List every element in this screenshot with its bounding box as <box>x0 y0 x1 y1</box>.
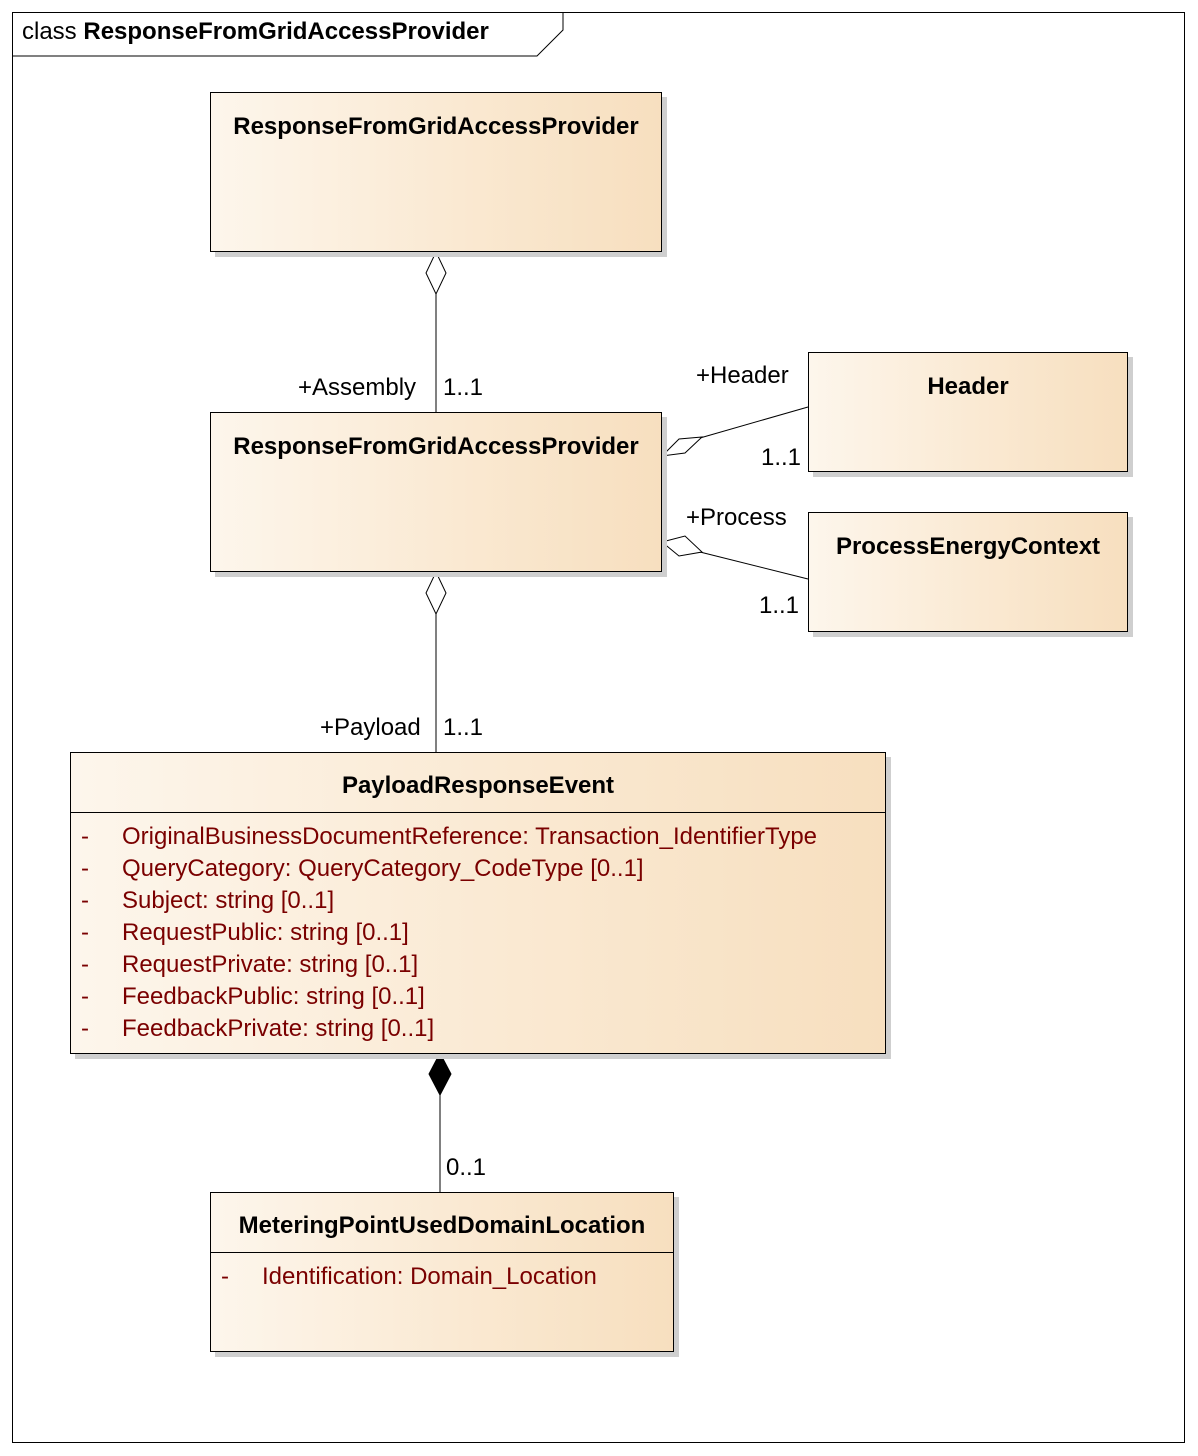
attribute-text: RequestPrivate: string [0..1] <box>122 951 419 978</box>
attribute-visibility: - <box>81 887 89 914</box>
attribute: - FeedbackPublic: string [0..1] <box>71 981 885 1013</box>
attribute: - RequestPublic: string [0..1] <box>71 917 885 949</box>
payload-role-label: +Payload <box>320 714 421 741</box>
process-aggregation-diamond <box>660 535 704 557</box>
diagram-frame <box>12 12 1185 1443</box>
class-process-energy-context[interactable]: ProcessEnergyContext <box>808 512 1128 632</box>
process-role-label: +Process <box>686 504 787 531</box>
attribute: - QueryCategory: QueryCategory_CodeType … <box>71 853 885 885</box>
frame-title-tab <box>12 12 564 57</box>
attribute-text: Subject: string [0..1] <box>122 887 335 914</box>
attribute-visibility: - <box>81 951 89 978</box>
header-link <box>699 406 809 439</box>
frame-keyword: class <box>22 18 77 45</box>
attribute-text: FeedbackPublic: string [0..1] <box>122 983 425 1010</box>
attribute-text: QueryCategory: QueryCategory_CodeType [0… <box>122 855 644 882</box>
payload-multiplicity-label: 1..1 <box>443 714 484 741</box>
class-name: MeteringPointUsedDomainLocation <box>238 1212 646 1239</box>
attribute-text: Identification: Domain_Location <box>262 1263 597 1290</box>
attribute: - Identification: Domain_Location <box>211 1261 673 1293</box>
attribute-visibility: - <box>81 919 89 946</box>
metering-multiplicity-label: 0..1 <box>446 1154 487 1181</box>
header-role-label: +Header <box>696 362 789 389</box>
class-root-response[interactable]: ResponseFromGridAccessProvider <box>210 92 662 252</box>
class-name: Header <box>927 373 1009 400</box>
attribute-text: FeedbackPrivate: string [0..1] <box>122 1015 435 1042</box>
process-multiplicity-label: 1..1 <box>759 592 800 619</box>
class-assembly-response[interactable]: ResponseFromGridAccessProvider <box>210 412 662 572</box>
payload-aggregation-diamond <box>425 570 447 616</box>
attribute-text: RequestPublic: string [0..1] <box>122 919 409 946</box>
attribute: - Subject: string [0..1] <box>71 885 885 917</box>
class-name: ResponseFromGridAccessProvider <box>233 433 639 460</box>
attribute-list: - Identification: Domain_Location <box>211 1261 673 1293</box>
attribute: - RequestPrivate: string [0..1] <box>71 949 885 981</box>
attribute-visibility: - <box>81 1015 89 1042</box>
frame-name: ResponseFromGridAccessProvider <box>83 18 489 45</box>
assembly-aggregation-diamond <box>425 250 447 296</box>
assembly-multiplicity-label: 1..1 <box>443 374 484 401</box>
process-link <box>699 551 809 580</box>
attribute-visibility: - <box>81 855 89 882</box>
attribute-list: - OriginalBusinessDocumentReference: Tra… <box>71 821 885 1045</box>
attribute-text: OriginalBusinessDocumentReference: Trans… <box>122 823 818 850</box>
frame-title: class ResponseFromGridAccessProvider <box>22 18 489 46</box>
assembly-role-label: +Assembly <box>298 374 417 401</box>
class-separator <box>71 812 885 813</box>
class-header[interactable]: Header <box>808 352 1128 472</box>
header-aggregation-diamond <box>660 436 704 457</box>
header-multiplicity-label: 1..1 <box>761 444 802 471</box>
class-payload-response-event[interactable]: PayloadResponseEvent - OriginalBusinessD… <box>70 752 886 1054</box>
class-name: PayloadResponseEvent <box>341 772 615 799</box>
class-name: ProcessEnergyContext <box>835 533 1101 560</box>
attribute-visibility: - <box>81 823 89 850</box>
metering-composition-diamond <box>428 1051 452 1097</box>
attribute-visibility: - <box>221 1263 229 1290</box>
class-metering-point-used-domain-location[interactable]: MeteringPointUsedDomainLocation - Identi… <box>210 1192 674 1352</box>
class-separator <box>211 1252 673 1253</box>
attribute: - FeedbackPrivate: string [0..1] <box>71 1013 885 1045</box>
attribute: - OriginalBusinessDocumentReference: Tra… <box>71 821 885 853</box>
class-name: ResponseFromGridAccessProvider <box>233 113 639 140</box>
attribute-visibility: - <box>81 983 89 1010</box>
